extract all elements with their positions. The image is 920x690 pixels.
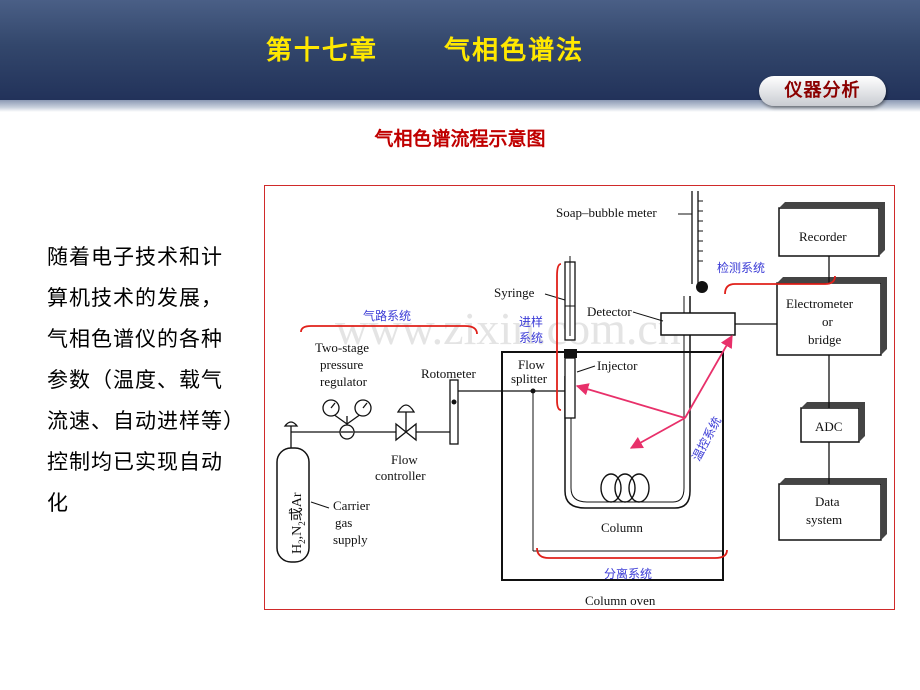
column-tube: [564, 296, 691, 509]
carrier-label-1: Carrier: [333, 498, 370, 513]
syringe-leader: [544, 293, 566, 301]
column-oven-box: [501, 351, 724, 581]
data-system-label-1: Data: [815, 494, 840, 509]
detector-label: Detector: [587, 304, 632, 319]
rotometer: [449, 379, 459, 445]
detector-block: [660, 312, 736, 336]
separation-system-label: 分离系统: [604, 566, 652, 581]
gc-flow-diagram: www.zixin.com.cn Column oven Column Soap…: [264, 185, 895, 610]
svg-text:H2,N2或Ar: H2,N2或Ar: [289, 492, 307, 554]
injection-system-label-1: 进样: [519, 314, 543, 329]
soap-meter-bulb: [696, 281, 708, 293]
gas-tank: [276, 447, 310, 563]
column-label: Column: [601, 520, 643, 535]
carrier-leader: [310, 501, 330, 509]
rotometer-float: [451, 399, 457, 405]
soap-meter-ticks: [698, 200, 703, 262]
column-oven-label: Column oven: [585, 593, 656, 608]
rotometer-label: Rotometer: [421, 366, 477, 381]
header-divider: [0, 100, 920, 112]
carrier-label-2: gas: [335, 515, 352, 530]
flow-controller-label-1: Flow: [391, 452, 418, 467]
regulator-label-1: Two-stage: [315, 340, 369, 355]
regulator-label-2: pressure: [320, 357, 364, 372]
column-coil: [600, 473, 650, 503]
syringe-label: Syringe: [494, 285, 535, 300]
detection-system-label: 检测系统: [717, 260, 765, 275]
injector-septum: [564, 349, 577, 358]
chapter-title: 第十七章 气相色谱法: [265, 36, 585, 66]
carrier-label-3: supply: [333, 532, 368, 547]
electrometer-label-1: Electrometer: [786, 296, 854, 311]
data-system-label-2: system: [806, 512, 842, 527]
adc-label: ADC: [815, 419, 842, 434]
electrometer-label-3: bridge: [808, 332, 841, 347]
flow-splitter-label-2: splitter: [511, 371, 548, 386]
injector-leader: [576, 365, 596, 373]
soap-meter-label: Soap–bubble meter: [556, 205, 657, 220]
column-tube-inner: [570, 296, 685, 503]
flow-splitter-label-1: Flow: [518, 357, 545, 372]
watermark: www.zixin.com.cn: [335, 303, 681, 354]
flow-controller-label-2: controller: [375, 468, 426, 483]
gas-tank-label: H2,N2或Ar: [289, 492, 307, 554]
temperature-system-label: 温控系统: [689, 414, 724, 463]
injector-tube: [564, 357, 576, 419]
injection-system-label-2: 系统: [519, 331, 543, 345]
temperature-control-arrows: [575, 334, 733, 449]
data-system-box: [778, 483, 882, 541]
flow-controller-knob: [396, 404, 416, 413]
system-brackets: [300, 263, 836, 559]
body-paragraph: 随着电子技术和计算机技术的发展，气相色谱仪的各种参数（温度、载气流速、自动进样等…: [47, 245, 235, 515]
slide-subtitle: 气相色谱流程示意图: [374, 128, 546, 150]
detector-leader: [632, 311, 664, 322]
course-badge: 仪器分析: [759, 76, 886, 106]
recorder-box: [778, 207, 880, 257]
gas-path-system-label: 气路系统: [363, 308, 411, 323]
injector-label: Injector: [597, 358, 638, 373]
gas-tank-valve: [283, 421, 299, 427]
regulator-label-3: regulator: [320, 374, 368, 389]
electrometer-label-2: or: [822, 314, 834, 329]
recorder-label: Recorder: [799, 229, 847, 244]
